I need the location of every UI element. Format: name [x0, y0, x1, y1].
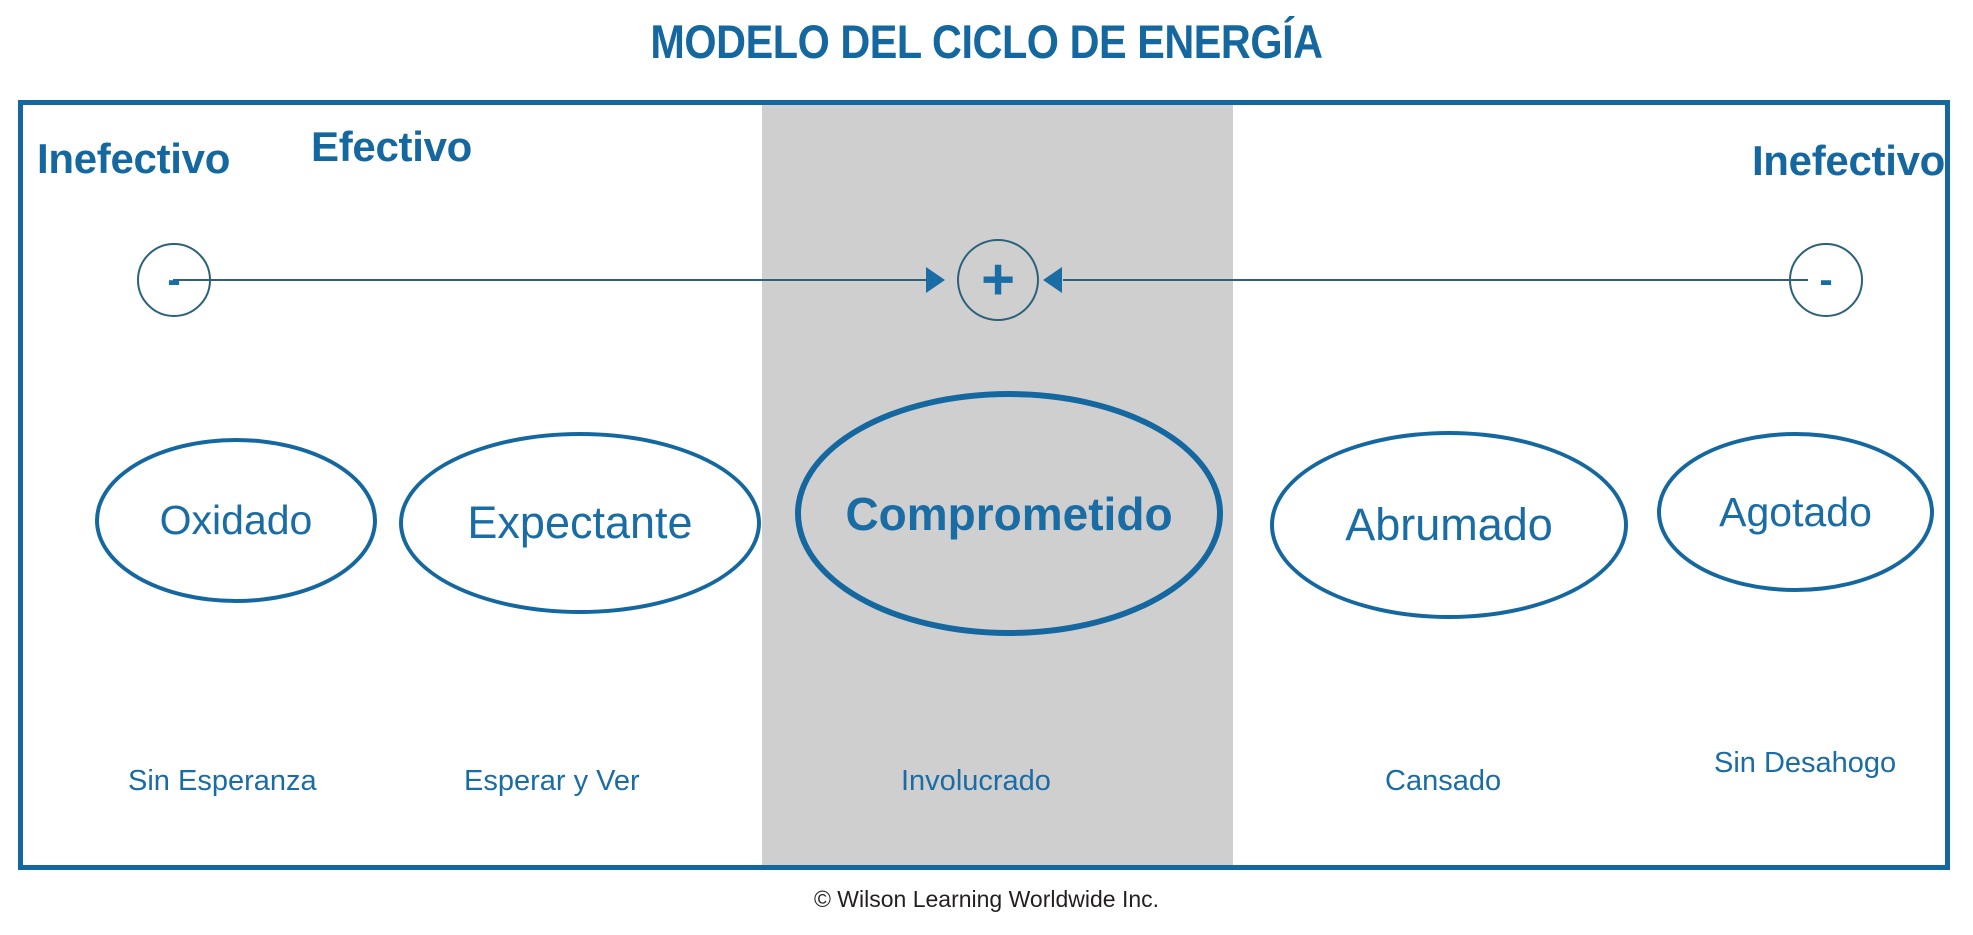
zone-heading-effective: Efectivo	[311, 123, 472, 170]
minus-icon: -	[167, 258, 181, 302]
state-label-comprometido: Comprometido	[845, 487, 1173, 540]
diagram-frame: Inefectivo Efectivo Inefectivo - + - Oxi…	[18, 100, 1950, 870]
state-oval-expectante: Expectante	[399, 432, 761, 614]
page-title: MODELO DEL CICLO DE ENERGÍA	[650, 15, 1323, 68]
axis-line-right	[1063, 279, 1808, 281]
minus-circle-right: -	[1789, 243, 1863, 317]
state-label-oxidado: Oxidado	[159, 497, 313, 543]
state-oval-abrumado: Abrumado	[1270, 431, 1628, 619]
state-oval-comprometido: Comprometido	[795, 391, 1223, 636]
arrow-right-icon	[926, 267, 945, 293]
minus-icon: -	[1819, 258, 1833, 302]
axis-line-left	[173, 279, 933, 281]
zone-heading-ineffective-left: Inefectivo	[37, 135, 231, 182]
state-oval-agotado: Agotado	[1657, 432, 1934, 592]
minus-circle-left: -	[137, 243, 211, 317]
state-caption-agotado: Sin Desahogo	[1714, 747, 1897, 779]
state-caption-comprometido: Involucrado	[901, 765, 1051, 797]
plus-icon: +	[981, 247, 1015, 312]
state-oval-oxidado: Oxidado	[95, 438, 377, 603]
arrow-left-icon	[1043, 267, 1062, 293]
state-caption-oxidado: Sin Esperanza	[128, 765, 317, 797]
state-label-expectante: Expectante	[467, 497, 693, 548]
state-caption-abrumado: Cansado	[1385, 765, 1502, 797]
state-label-abrumado: Abrumado	[1345, 499, 1553, 550]
state-label-agotado: Agotado	[1719, 488, 1872, 535]
zone-heading-ineffective-right: Inefectivo	[1751, 137, 1945, 184]
copyright-footer: © Wilson Learning Worldwide Inc.	[813, 886, 1160, 912]
plus-circle-center: +	[957, 239, 1039, 321]
state-caption-expectante: Esperar y Ver	[464, 765, 640, 797]
